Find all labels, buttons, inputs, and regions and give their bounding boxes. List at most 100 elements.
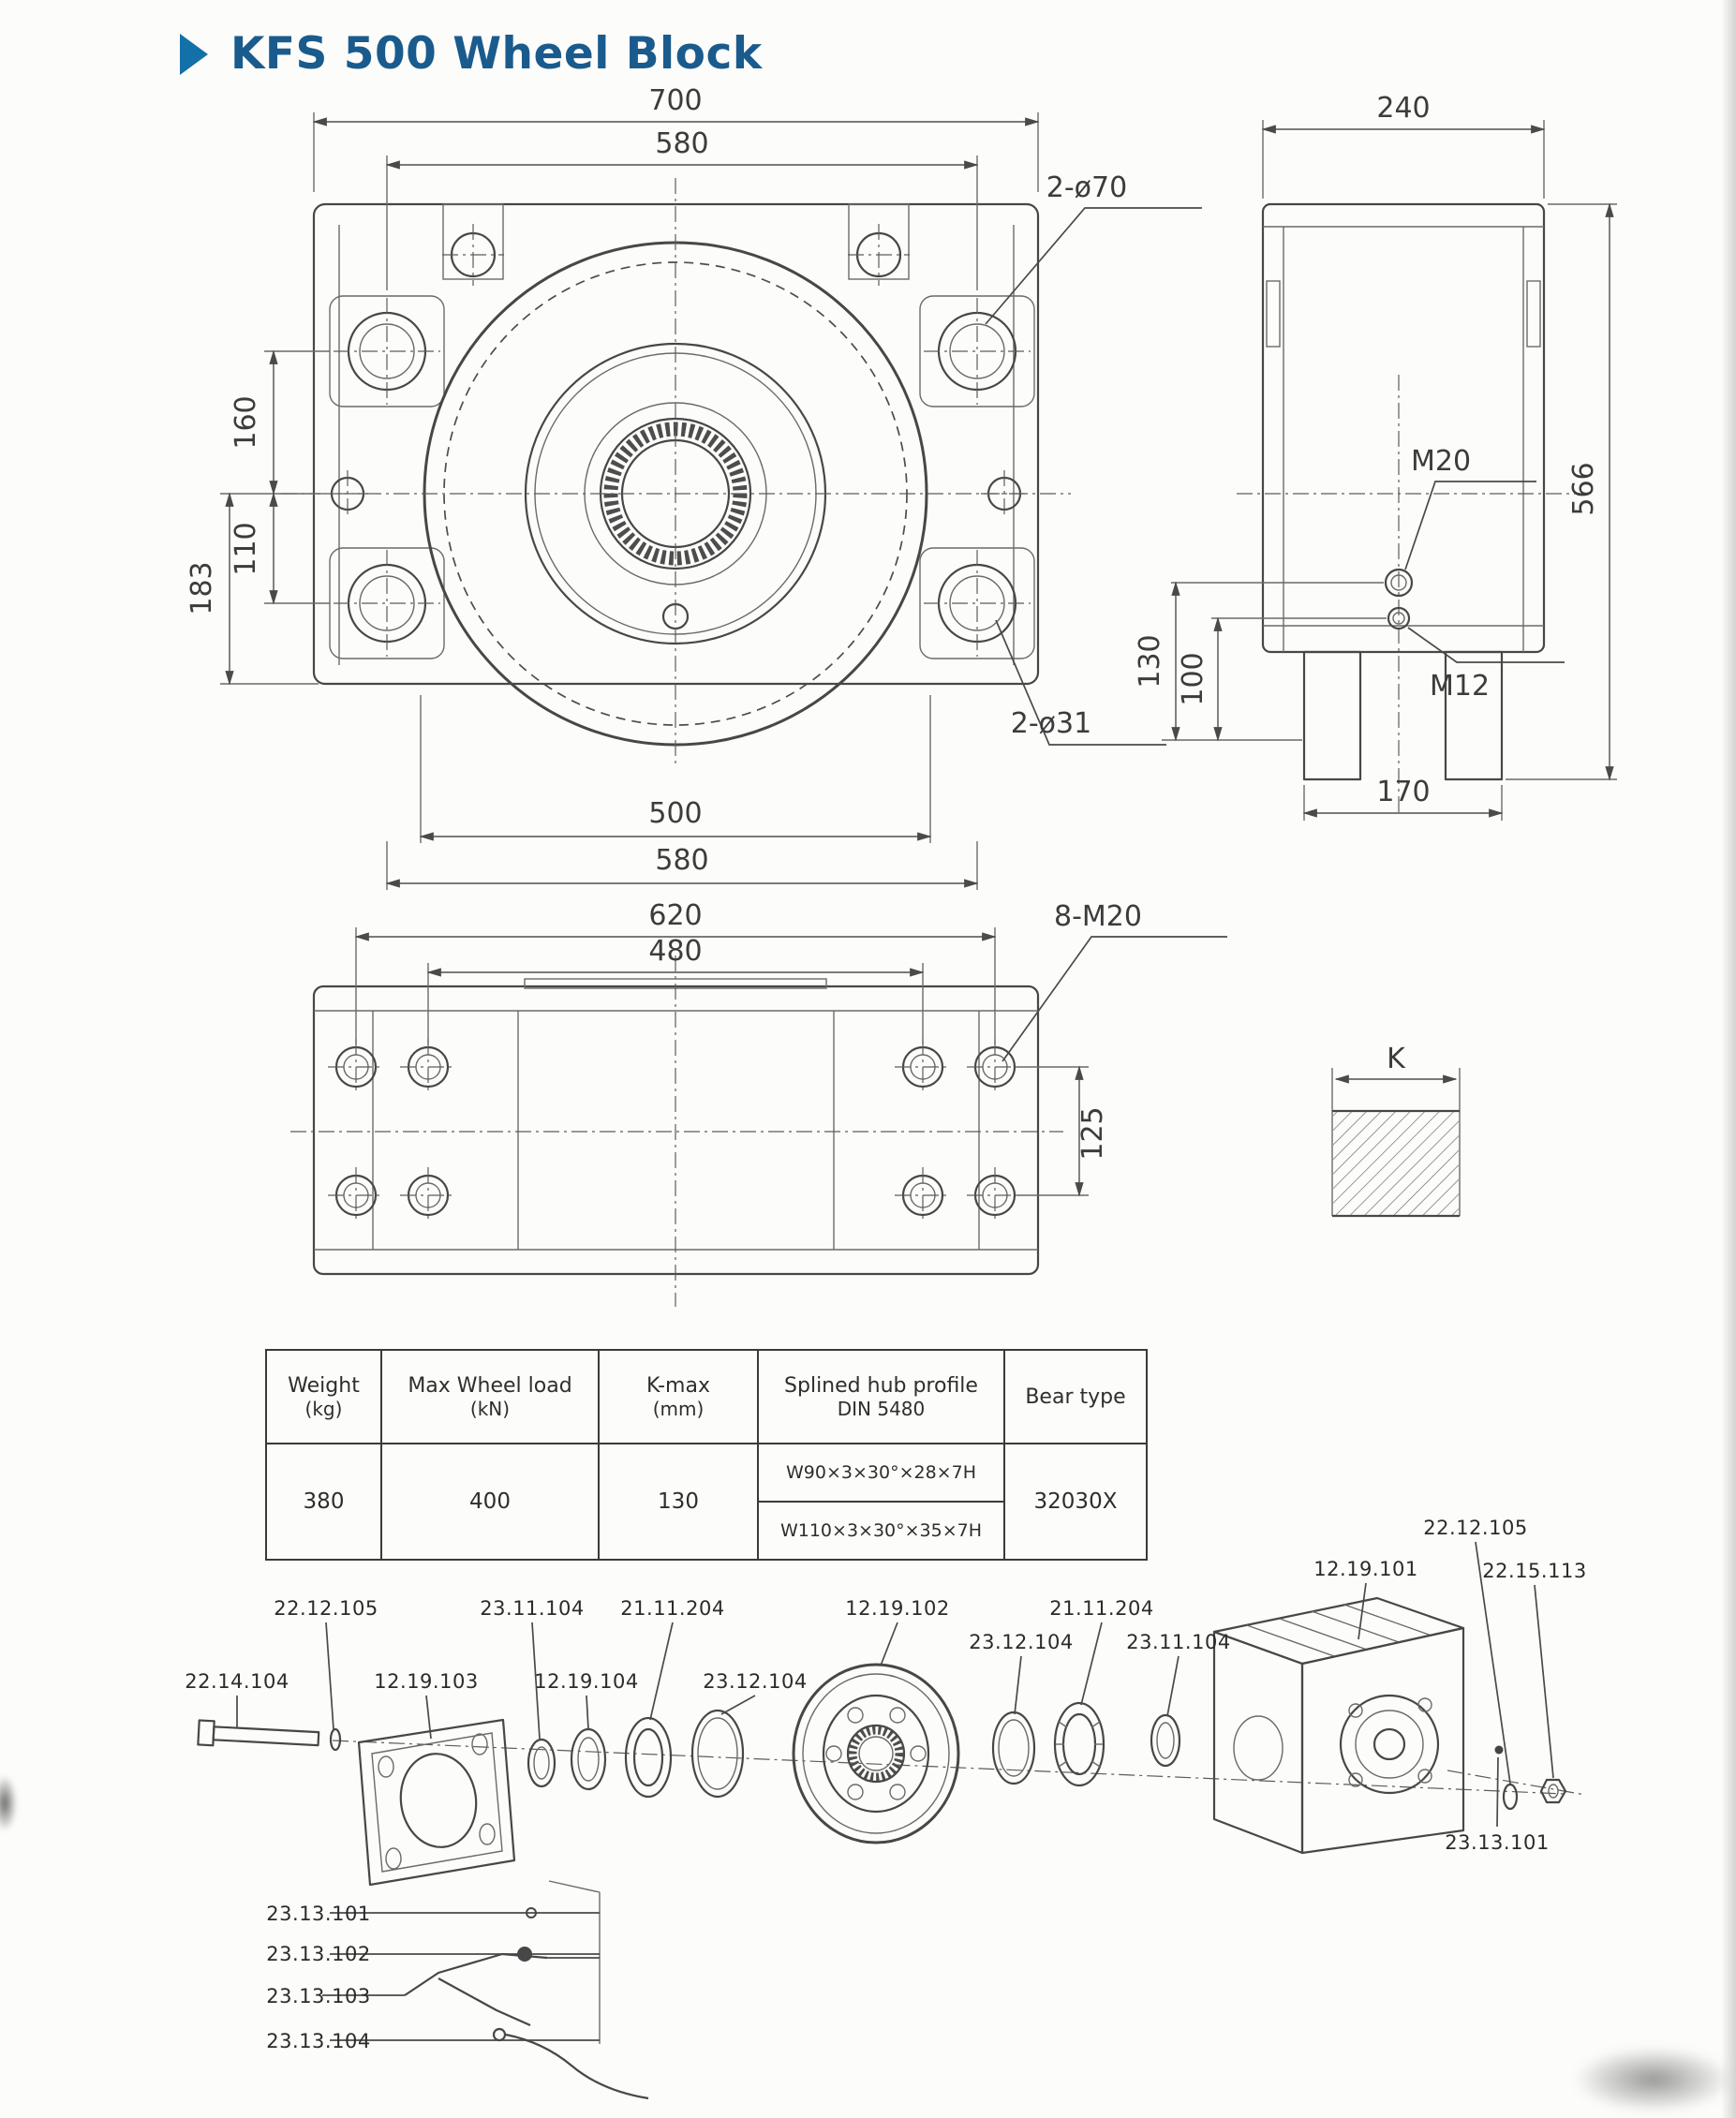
title-arrow-icon: [180, 33, 208, 75]
part-labels: 22.14.104 22.12.105 12.19.103 23.11.104 …: [185, 1517, 1586, 2052]
bearing-cup-part: [624, 1716, 673, 1799]
side-view: M20 M12 240 566 130 100: [1134, 92, 1617, 821]
svg-text:580: 580: [655, 844, 708, 877]
fittings: [322, 1880, 649, 2100]
bolt-holes: [328, 1039, 1023, 1223]
part-label: 12.19.102: [845, 1597, 949, 1620]
k-dim-label: K: [1387, 1043, 1406, 1075]
header-k-max: K-max (mm): [598, 1349, 759, 1444]
k-detail: K: [1331, 1043, 1461, 1218]
front-view: 700 580 160 110 183: [185, 84, 1202, 890]
scan-smudge: [0, 1775, 17, 1831]
cell-k-max: 130: [598, 1443, 759, 1561]
part-label: 23.13.101: [1445, 1831, 1549, 1854]
ring-part: [690, 1709, 745, 1799]
svg-text:125: 125: [1076, 1106, 1109, 1160]
svg-text:2-ø31: 2-ø31: [1011, 707, 1091, 740]
ring-part: [527, 1738, 556, 1788]
cell-splined-profile-1: W90×3×30°×28×7H: [757, 1443, 1005, 1503]
bolt-part: [197, 1719, 320, 1747]
svg-text:170: 170: [1376, 776, 1430, 808]
corner-hole: [924, 550, 1031, 657]
dimension-100: 100: [1177, 616, 1223, 742]
plate-part: [357, 1718, 516, 1887]
dimension-480: 480: [426, 935, 925, 1044]
svg-text:M20: M20: [1411, 445, 1471, 478]
leader-2d70: 2-ø70: [985, 171, 1202, 325]
page-edge-shadow: [1721, 0, 1736, 2118]
corner-hole: [334, 550, 440, 657]
part-label: 23.13.103: [266, 1985, 370, 2007]
part-label: 22.12.105: [1423, 1517, 1527, 1539]
leader-2d31: 2-ø31: [995, 619, 1166, 746]
part-label: 23.11.104: [480, 1597, 584, 1620]
dimension-580-bottom: 580: [385, 841, 979, 890]
cell-splined-profile-2: W110×3×30°×35×7H: [757, 1501, 1005, 1561]
svg-text:183: 183: [185, 561, 218, 615]
part-label: 12.19.104: [534, 1670, 638, 1693]
dimension-183: 183: [185, 492, 319, 686]
cell-bear-type: 32030X: [1003, 1443, 1148, 1561]
svg-text:160: 160: [230, 395, 262, 449]
svg-text:620: 620: [648, 899, 702, 932]
corner-hole: [334, 298, 440, 405]
part-label: 22.15.113: [1482, 1560, 1586, 1582]
part-label: 12.19.101: [1313, 1558, 1417, 1580]
dimension-566: 566: [1506, 202, 1617, 781]
svg-text:100: 100: [1177, 652, 1209, 705]
dimension-240: 240: [1261, 92, 1546, 199]
svg-text:M12: M12: [1430, 670, 1490, 703]
leader-m12: M12: [1407, 627, 1565, 703]
washer-part: [1502, 1783, 1519, 1811]
part-label: 23.13.102: [266, 1943, 370, 1965]
part-label: 23.12.104: [703, 1670, 807, 1693]
leader-8m20: 8-M20: [1002, 900, 1227, 1062]
svg-text:8-M20: 8-M20: [1054, 900, 1142, 933]
dimension-170: 170: [1302, 776, 1504, 821]
ring-part: [570, 1727, 607, 1791]
svg-text:580: 580: [655, 127, 708, 160]
header-splined-hub: Splined hub profile DIN 5480: [757, 1349, 1005, 1444]
part-label: 23.13.101: [266, 1903, 370, 1925]
dimension-620: 620: [354, 899, 997, 1044]
bottom-view: 620 480 125 8-M20: [290, 899, 1227, 1307]
washer-part: [329, 1727, 342, 1752]
header-max-wheel-load: Max Wheel load (kN): [380, 1349, 600, 1444]
dimension-125: 125: [1017, 1065, 1109, 1197]
page-title-text: KFS 500 Wheel Block: [230, 28, 763, 80]
part-label: 23.11.104: [1126, 1631, 1230, 1653]
leader-m20: M20: [1404, 445, 1536, 570]
svg-text:240: 240: [1376, 92, 1430, 125]
header-weight: Weight (kg): [265, 1349, 382, 1444]
svg-text:110: 110: [230, 522, 262, 575]
part-label: 22.14.104: [185, 1670, 289, 1693]
svg-text:566: 566: [1567, 462, 1600, 515]
part-label: 21.11.204: [620, 1597, 724, 1620]
svg-text:130: 130: [1134, 634, 1166, 688]
svg-text:480: 480: [648, 935, 702, 968]
bearing-part: [1053, 1701, 1105, 1787]
part-label: 23.12.104: [969, 1631, 1073, 1653]
ring-part: [1150, 1713, 1181, 1768]
part-label: 12.19.103: [374, 1670, 478, 1693]
pin-part: [1494, 1745, 1504, 1755]
scan-smudge: [1574, 2047, 1733, 2112]
svg-text:700: 700: [648, 84, 702, 117]
housing-part: [1212, 1596, 1465, 1855]
exploded-view: 22.14.104 22.12.105 12.19.103 23.11.104 …: [185, 1517, 1586, 2100]
ring-part: [991, 1711, 1036, 1785]
cell-weight: 380: [265, 1443, 382, 1561]
svg-text:2-ø70: 2-ø70: [1046, 171, 1127, 204]
part-label: 21.11.204: [1049, 1597, 1153, 1620]
corner-hole: [924, 298, 1031, 405]
dimension-130: 130: [1134, 581, 1180, 742]
cell-max-wheel-load: 400: [380, 1443, 600, 1561]
dimension-500: 500: [419, 695, 932, 843]
header-bear-type: Bear type: [1003, 1349, 1148, 1444]
dimension-700: 700: [312, 84, 1040, 192]
spec-table-data-row: W110×3×30°×35×7H: [266, 1501, 1147, 1561]
page-title: KFS 500 Wheel Block: [180, 28, 763, 80]
spec-table-data-row: 380 400 130 W90×3×30°×28×7H 32030X: [265, 1443, 1148, 1561]
